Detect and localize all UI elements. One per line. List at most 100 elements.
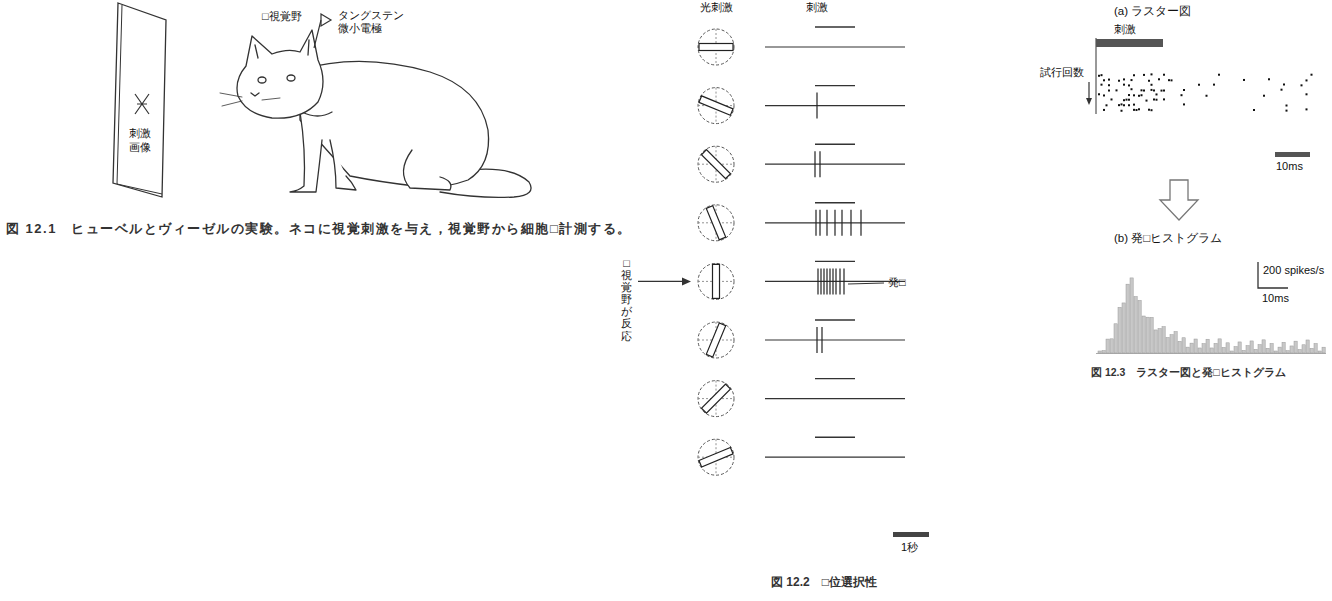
- orientation-rows: [698, 27, 905, 475]
- spike-dot: [1141, 94, 1143, 96]
- spike-dot: [1138, 95, 1140, 97]
- spike-dot: [1141, 89, 1143, 91]
- stimulus-period: [815, 26, 855, 27]
- cat-front-leg: [330, 140, 356, 190]
- receptive-field: [698, 205, 734, 241]
- column-header: 光刺激: [700, 1, 733, 14]
- scale-bar: [1275, 152, 1310, 157]
- histogram-bar: [1298, 350, 1301, 353]
- spike-dot: [1108, 79, 1110, 81]
- light-bar: [702, 150, 731, 179]
- spike: [815, 210, 816, 236]
- spike-dot: [1103, 109, 1105, 111]
- panel-edge: [117, 5, 162, 194]
- spike-dot: [1151, 73, 1153, 75]
- stimulus-bar: [1096, 39, 1163, 47]
- histogram-bar: [1106, 339, 1109, 353]
- stimulus-period: [815, 261, 855, 262]
- spike-dot: [1306, 93, 1308, 95]
- histogram-bar: [1142, 316, 1145, 353]
- spike-dot: [1128, 94, 1130, 96]
- light-bar: [706, 323, 725, 357]
- stimulus-period: [815, 437, 855, 438]
- stimulus-row: [698, 261, 905, 299]
- spike: [841, 210, 842, 236]
- histogram-bar: [1318, 351, 1321, 353]
- stimulus-period: [815, 319, 855, 320]
- spike-dot: [1306, 79, 1308, 81]
- raster-axis: [1096, 38, 1097, 114]
- histogram-bar: [1274, 351, 1277, 353]
- scale-bar: [893, 532, 929, 537]
- spike-dot: [1163, 98, 1165, 100]
- panel-shape: [113, 3, 166, 197]
- spike: [819, 151, 820, 177]
- spike-dot: [1268, 78, 1270, 80]
- histogram-bar: [1246, 346, 1249, 353]
- spike-dot: [1133, 74, 1135, 76]
- spike-dot: [1138, 108, 1140, 110]
- spike-dot: [1118, 80, 1120, 82]
- stimulus-row: [698, 437, 905, 475]
- figure-caption: 図 12.2 □位選択性: [771, 575, 877, 589]
- histogram-bar: [1138, 300, 1141, 353]
- spike-dot: [1101, 74, 1103, 76]
- histogram-bar: [1098, 351, 1101, 353]
- histogram-bar: [1282, 342, 1285, 353]
- histogram-bar: [1306, 340, 1309, 353]
- stimulus-period: [815, 202, 855, 203]
- spike: [826, 268, 827, 294]
- spike-dot: [1098, 75, 1100, 77]
- spike-dot: [1143, 74, 1145, 76]
- arrow-head: [682, 277, 691, 285]
- histogram-bar: [1178, 341, 1181, 353]
- scale-label: 10ms: [1262, 292, 1289, 305]
- electrode-head: [321, 14, 331, 26]
- histogram-bar: [1254, 349, 1257, 353]
- spike-dot: [1136, 109, 1138, 111]
- spike: [816, 93, 817, 119]
- histogram-bar: [1222, 347, 1225, 353]
- cat-nose: [251, 93, 259, 96]
- spike-dot: [1151, 109, 1153, 111]
- figure-caption: 図 12.1 ヒューベルとヴィーゼルの実験。ネコに視覚刺激を与え，視覚野から細胞…: [6, 221, 632, 237]
- spike-dot: [1131, 88, 1133, 90]
- spike-dot: [1281, 89, 1283, 91]
- stimulus-label: 刺激: [1114, 23, 1136, 36]
- spike-dot: [1283, 83, 1285, 85]
- spike-baseline: [765, 457, 905, 458]
- stimulus-period: [815, 378, 855, 379]
- spike: [814, 151, 815, 177]
- spike-dot: [1206, 95, 1208, 97]
- spike: [843, 268, 844, 294]
- spike-baseline: [765, 105, 905, 106]
- raster-dots: [1098, 73, 1313, 111]
- histogram-bar: [1322, 347, 1325, 353]
- histogram-bar: [1154, 330, 1157, 353]
- spike-dot: [1121, 103, 1123, 105]
- spike-dot: [1128, 84, 1130, 86]
- spike-dot: [1133, 104, 1135, 106]
- scale-label: 10ms: [1276, 160, 1303, 173]
- spike-dot: [1151, 89, 1153, 91]
- spike-dot: [1156, 99, 1158, 101]
- spike-dot: [1126, 99, 1128, 101]
- receptive-field: [698, 322, 734, 358]
- histogram-bar: [1210, 348, 1213, 353]
- spike-dot: [1161, 90, 1163, 92]
- spike: [823, 268, 824, 294]
- spike: [819, 210, 820, 236]
- spike-label: 発□: [888, 276, 906, 289]
- stimulus-row: [698, 320, 905, 358]
- spike-dot: [1131, 79, 1133, 81]
- spike-dot: [1158, 78, 1160, 80]
- histogram-bar: [1126, 284, 1129, 353]
- stimulus-row: [698, 27, 905, 65]
- histogram-bar: [1170, 335, 1173, 353]
- spike-dot: [1151, 84, 1153, 86]
- histogram-bar: [1182, 338, 1185, 353]
- histogram-bar: [1198, 348, 1201, 353]
- cat-eye: [258, 77, 266, 83]
- spike-dot: [1123, 99, 1125, 101]
- cat-head: [237, 30, 323, 118]
